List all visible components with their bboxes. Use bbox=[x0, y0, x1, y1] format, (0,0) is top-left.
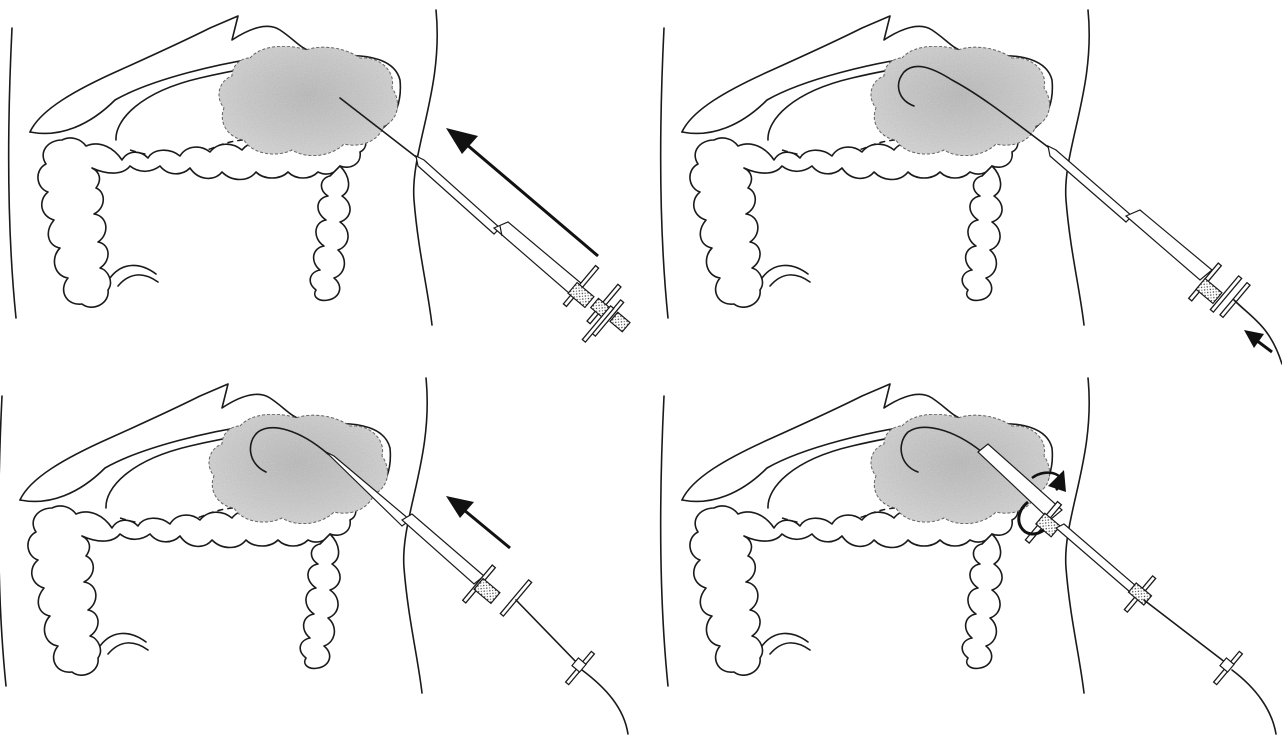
needle bbox=[340, 98, 630, 342]
medium-arrow-up-left bbox=[446, 496, 510, 548]
panel-sheath-rotation bbox=[652, 368, 1282, 736]
panel-guidewire-advance bbox=[652, 0, 1282, 368]
panel-dilator-advance bbox=[0, 368, 640, 736]
panel-needle-insertion bbox=[0, 0, 640, 368]
